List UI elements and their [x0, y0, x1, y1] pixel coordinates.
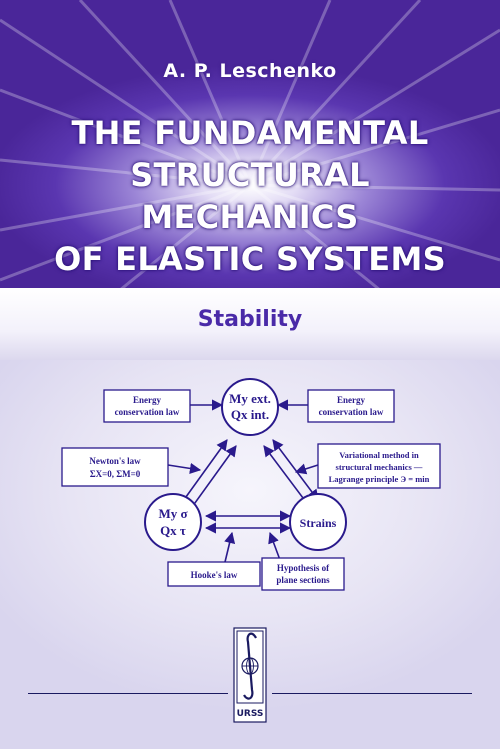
- box-variational: [317, 443, 441, 489]
- node-right-label: Strains: [300, 516, 337, 530]
- variational-line-1: Variational method in: [339, 450, 419, 460]
- node-top-line-1: My ext.: [229, 391, 271, 406]
- variational-line-3: Lagrange principle Э = min: [329, 474, 430, 484]
- energy-left-line-2: conservation law: [115, 407, 180, 417]
- node-strains: [289, 493, 347, 551]
- publisher-name: URSS: [237, 709, 264, 719]
- energy-right-line-2: conservation law: [319, 407, 384, 417]
- box-newton: [61, 447, 169, 487]
- publisher-logo: URSS: [233, 627, 267, 723]
- author-name: A. P. Leschenko: [163, 60, 337, 82]
- light-rays: [0, 0, 500, 290]
- book-subtitle: Stability: [197, 307, 303, 332]
- pointer-hooke: [224, 531, 236, 563]
- box-hypothesis: [261, 557, 345, 591]
- node-left-line-2: Qx τ: [160, 523, 186, 538]
- hooke-label: Hooke's law: [191, 570, 238, 580]
- newton-line-2: ΣX=0, ΣM=0: [90, 469, 141, 479]
- node-stresses: [144, 493, 202, 551]
- variational-line-2: structural mechanics —: [336, 462, 423, 472]
- logo-inner-frame: [236, 630, 264, 704]
- arrow-top-left-2: [186, 445, 237, 515]
- hypothesis-line-2: plane sections: [276, 575, 330, 585]
- title-line-2: STRUCTURAL: [130, 156, 370, 194]
- node-external-internal: [221, 378, 279, 436]
- title-line-3: MECHANICS: [141, 198, 359, 236]
- pointer-hypothesis: [268, 531, 281, 561]
- rule-left: [28, 693, 228, 694]
- cover-top-band: [0, 0, 500, 290]
- box-energy-right: [307, 389, 395, 423]
- pointer-variational: [294, 463, 319, 475]
- energy-right-line-1: Energy: [337, 395, 365, 405]
- box-energy-left: [103, 389, 191, 423]
- title-line-4: OF ELASTIC SYSTEMS: [54, 240, 446, 278]
- arrow-top-right: [272, 439, 319, 501]
- pointer-newton: [167, 462, 202, 474]
- node-left-line-1: My σ: [158, 506, 187, 521]
- subtitle-band: [0, 288, 500, 360]
- rule-right: [272, 693, 472, 694]
- box-hooke: [167, 561, 261, 587]
- arrow-top-right-2: [263, 445, 310, 507]
- energy-left-line-1: Energy: [133, 395, 161, 405]
- newton-line-1: Newton's law: [89, 456, 141, 466]
- hypothesis-line-1: Hypothesis of: [277, 563, 330, 573]
- book-title: THE FUNDAMENTAL STRUCTURAL MECHANICS OF …: [0, 112, 500, 280]
- title-line-1: THE FUNDAMENTAL: [71, 114, 429, 152]
- node-top-line-2: Qx int.: [231, 407, 269, 422]
